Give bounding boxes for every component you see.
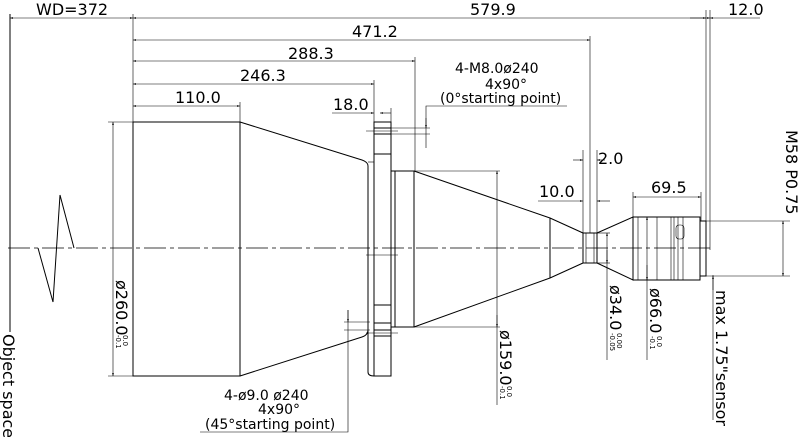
mount-thread-label: M58 P0.75 [782, 130, 800, 215]
horizontal-dimensions: WD=372 579.9 12.0 471.2 288.3 246.3 110.… [10, 0, 764, 250]
dimension-2: 2.0 [598, 149, 623, 168]
total-length-dimension: 579.9 [470, 0, 516, 19]
dimension-471: 471.2 [352, 22, 398, 41]
dimension-288: 288.3 [288, 44, 334, 63]
diameter-159-upper-tol: 0.0 [505, 386, 513, 397]
diameter-dimensions: ø260.0 0.0 -0.1 ø159.0 0.0 -0.1 ø34.0 0.… [108, 121, 800, 426]
top-holes-callout: 4-M8.0ø240 4x90° (0°starting point) [391, 61, 567, 148]
lens-body [132, 121, 707, 377]
diameter-34: ø34.0 [606, 285, 625, 330]
diameter-260: ø260.0 [112, 280, 131, 336]
diameter-260-lower-tol: -0.1 [114, 335, 122, 349]
diameter-66: ø66.0 [646, 288, 665, 333]
top-holes-line-2: 4x90° [485, 77, 527, 93]
bottom-holes-line-3: (45°starting point) [205, 417, 335, 433]
diameter-66-lower-tol: -0.1 [648, 336, 656, 350]
diameter-260-upper-tol: 0.0 [121, 335, 129, 346]
top-holes-line-3: (0°starting point) [440, 91, 561, 107]
dimension-110: 110.0 [175, 88, 221, 107]
sensor-label: max 1.75"sensor [712, 290, 731, 426]
diameter-34-lower-tol: -0.05 [608, 333, 616, 351]
diameter-159: ø159.0 [496, 330, 515, 386]
break-symbol [37, 194, 75, 303]
diameter-66-upper-tol: 0.0 [655, 336, 663, 347]
diameter-159-lower-tol: -0.1 [498, 386, 506, 400]
dimension-18: 18.0 [333, 95, 369, 114]
top-holes-line-1: 4-M8.0ø240 [455, 61, 539, 77]
object-space-label: Object space [0, 334, 18, 437]
bottom-holes-callout: 4-ø9.0 ø240 4x90° (45°starting point) [200, 310, 370, 433]
bottom-holes-line-2: 4x90° [258, 402, 300, 418]
dimension-10: 10.0 [539, 182, 575, 201]
back-focus-dimension: 12.0 [728, 0, 764, 19]
wd-dimension: WD=372 [36, 0, 108, 19]
bottom-holes-line-1: 4-ø9.0 ø240 [224, 388, 309, 404]
diameter-34-upper-tol: 0.00 [615, 333, 623, 349]
dimension-246: 246.3 [240, 66, 286, 85]
dimension-69: 69.5 [651, 178, 687, 197]
